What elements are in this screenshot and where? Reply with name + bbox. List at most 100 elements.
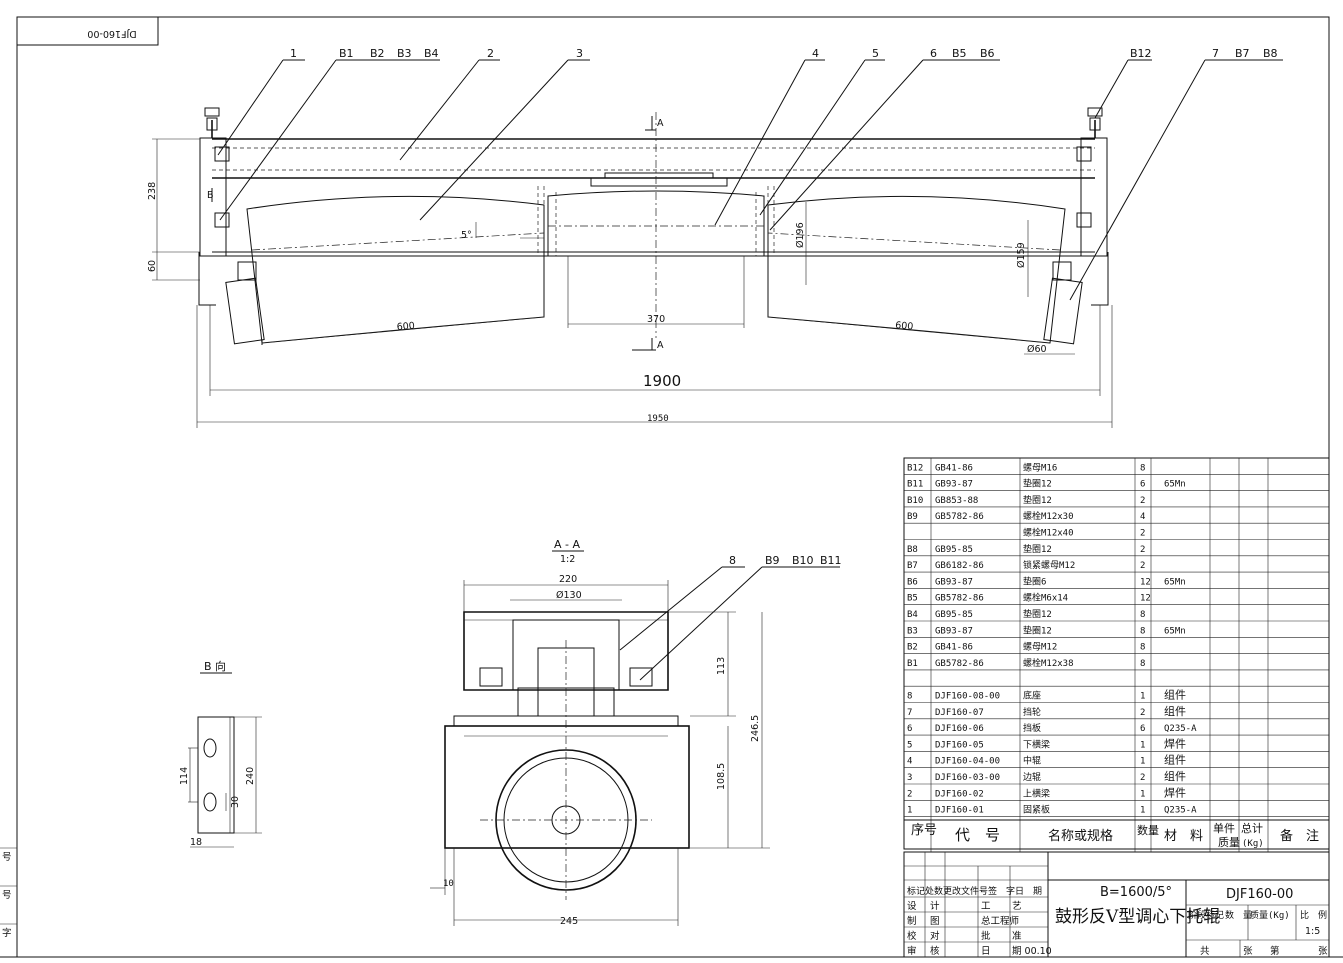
edge-label-2: 号 xyxy=(2,890,12,901)
parts-cell-code: DJF160-05 xyxy=(935,740,984,750)
parts-cell-name: 固紧板 xyxy=(1023,804,1050,816)
dim-d60: Ø60 xyxy=(1027,344,1047,355)
callouts: 1 B1 B2 B3 B4 2 3 4 5 6 B5 B6 B12 7 B7 B… xyxy=(217,47,1283,301)
parts-cell-name: 锁紧螺母M12 xyxy=(1023,559,1075,571)
spec: B=1600/5° xyxy=(1100,885,1172,900)
dim-600-right: 600 xyxy=(895,320,914,333)
b-view-title: B 向 xyxy=(204,659,226,673)
parts-cell-qty: 2 xyxy=(1140,496,1145,506)
parts-table-header: 序号 代 号 名称或规格 数量 材 料 单件 总计 质量 (Kg) 备 注 xyxy=(904,819,1329,849)
callout-4: 4 xyxy=(812,47,819,60)
callout-b5: B5 xyxy=(952,47,967,60)
parts-cell-code: DJF160-04-00 xyxy=(935,757,1000,767)
hdr-no: 序号 xyxy=(911,823,937,838)
dim-370: 370 xyxy=(647,314,665,325)
parts-cell-qty: 2 xyxy=(1140,545,1145,555)
code-box xyxy=(16,16,159,46)
dim-246-5: 246.5 xyxy=(750,715,761,742)
callout-2: 2 xyxy=(487,47,494,60)
parts-cell-qty: 12 xyxy=(1140,577,1151,587)
parts-cell-code: GB95-85 xyxy=(935,545,973,555)
parts-cell-no: B7 xyxy=(907,561,918,571)
title-cell-b: 计 xyxy=(930,900,940,912)
callout-b4: B4 xyxy=(424,47,439,60)
parts-cell-code: GB6182-86 xyxy=(935,561,984,571)
sheet-label: 张 xyxy=(1318,946,1328,957)
parts-cell-qty: 1 xyxy=(1140,740,1145,750)
parts-cell-mat: Q235-A xyxy=(1164,724,1197,734)
parts-cell-qty: 8 xyxy=(1140,626,1145,636)
callout-1: 1 xyxy=(290,47,297,60)
parts-cell-name: 挡轮 xyxy=(1023,706,1041,718)
hdr-qty: 数量 xyxy=(1137,824,1159,837)
dim-113: 113 xyxy=(716,657,727,675)
callout-b9: B9 xyxy=(765,554,780,567)
dim-1900: 1900 xyxy=(643,372,681,390)
sheets-label: 张 xyxy=(1243,946,1253,957)
section-mark-b: B xyxy=(207,190,214,201)
parts-cell-no: 4 xyxy=(907,757,912,767)
parts-cell-no: 1 xyxy=(907,806,912,816)
parts-cell-qty: 4 xyxy=(1140,512,1145,522)
parts-cell-mat: 焊件 xyxy=(1164,736,1186,750)
callout-7: 7 xyxy=(1212,47,1219,60)
title-cell-a: 校 xyxy=(907,930,917,942)
parts-cell-qty: 1 xyxy=(1140,806,1145,816)
parts-cell-name: 垫圈12 xyxy=(1023,494,1052,506)
dim-245: 245 xyxy=(560,916,578,927)
parts-cell-name: 螺栓M12x30 xyxy=(1023,510,1074,522)
title-cell-c: 日 xyxy=(981,946,991,957)
callout-b2: B2 xyxy=(370,47,385,60)
parts-cell-no: 7 xyxy=(907,708,912,718)
parts-cell-code: GB5782-86 xyxy=(935,594,984,604)
parts-cell-qty: 1 xyxy=(1140,692,1145,702)
parts-cell-qty: 2 xyxy=(1140,773,1145,783)
edge-label-3: 字 xyxy=(2,927,12,939)
parts-cell-mat: 组件 xyxy=(1164,769,1186,783)
parts-cell-code: DJF160-07 xyxy=(935,708,984,718)
parts-cell-name: 垫圈12 xyxy=(1023,624,1052,636)
parts-cell-qty: 8 xyxy=(1140,643,1145,653)
hdr-mass: 质量 xyxy=(1218,836,1240,849)
parts-cell-no: B1 xyxy=(907,659,918,669)
title-cell-b: 对 xyxy=(930,930,940,942)
section-mark-a-top: A xyxy=(657,118,664,129)
drawing-name: 鼓形反V型调心下托辊 xyxy=(1055,907,1220,927)
parts-cell-name: 螺栓M12x40 xyxy=(1023,527,1074,539)
title-cell-b: 核 xyxy=(930,945,940,957)
callout-6: 6 xyxy=(930,47,937,60)
section-mark-a-bottom: A xyxy=(657,340,664,351)
section-view-aa: A - A 1:2 220 Ø130 113 246.5 xyxy=(430,538,842,927)
dim-10: 10 xyxy=(443,879,454,889)
parts-cell-qty: 8 xyxy=(1140,463,1145,473)
parts-cell-qty: 12 xyxy=(1140,594,1151,604)
title-cell-d: 准 xyxy=(1012,931,1022,942)
title-cell-c: 工 xyxy=(981,901,991,912)
callout-b10: B10 xyxy=(792,554,814,567)
rev-header: 标记处数更改文件号签 字日 期 xyxy=(907,885,1042,897)
parts-cell-no: 8 xyxy=(907,692,912,702)
parts-cell-name: 垫圈12 xyxy=(1023,478,1052,490)
parts-cell-code: GB41-86 xyxy=(935,643,973,653)
hdr-code: 代 号 xyxy=(955,826,1000,844)
dim-d196: Ø196 xyxy=(795,222,806,248)
title-block: 标记处数更改文件号签 字日 期 B=1600/5° 鼓形反V型调心下托辊 DJF… xyxy=(903,851,1330,958)
callout-b12: B12 xyxy=(1130,47,1152,60)
title-cell-c: 总工程师 xyxy=(981,915,1019,927)
parts-cell-mat: 组件 xyxy=(1164,753,1186,767)
parts-cell-qty: 2 xyxy=(1140,529,1145,539)
parts-cell-no: 3 xyxy=(907,773,912,783)
hdr-kg: (Kg) xyxy=(1242,839,1264,849)
dim-d130: Ø130 xyxy=(556,590,582,601)
parts-cell-code: GB41-86 xyxy=(935,463,973,473)
parts-cell-no: B9 xyxy=(907,512,918,522)
title-block-rows: 设计工艺制图总工程师校对批准审核日期 00.10 xyxy=(907,900,1052,957)
count-label: 数 量 xyxy=(1225,909,1252,921)
title-cell-c: 批 xyxy=(981,930,991,942)
parts-cell-name: 中辊 xyxy=(1023,755,1041,767)
parts-cell-no: B11 xyxy=(907,480,923,490)
callout-8: 8 xyxy=(729,554,736,567)
parts-cell-qty: 6 xyxy=(1140,480,1145,490)
callout-b1: B1 xyxy=(339,47,354,60)
title-cell-d: 期 00.10 xyxy=(1012,946,1052,957)
